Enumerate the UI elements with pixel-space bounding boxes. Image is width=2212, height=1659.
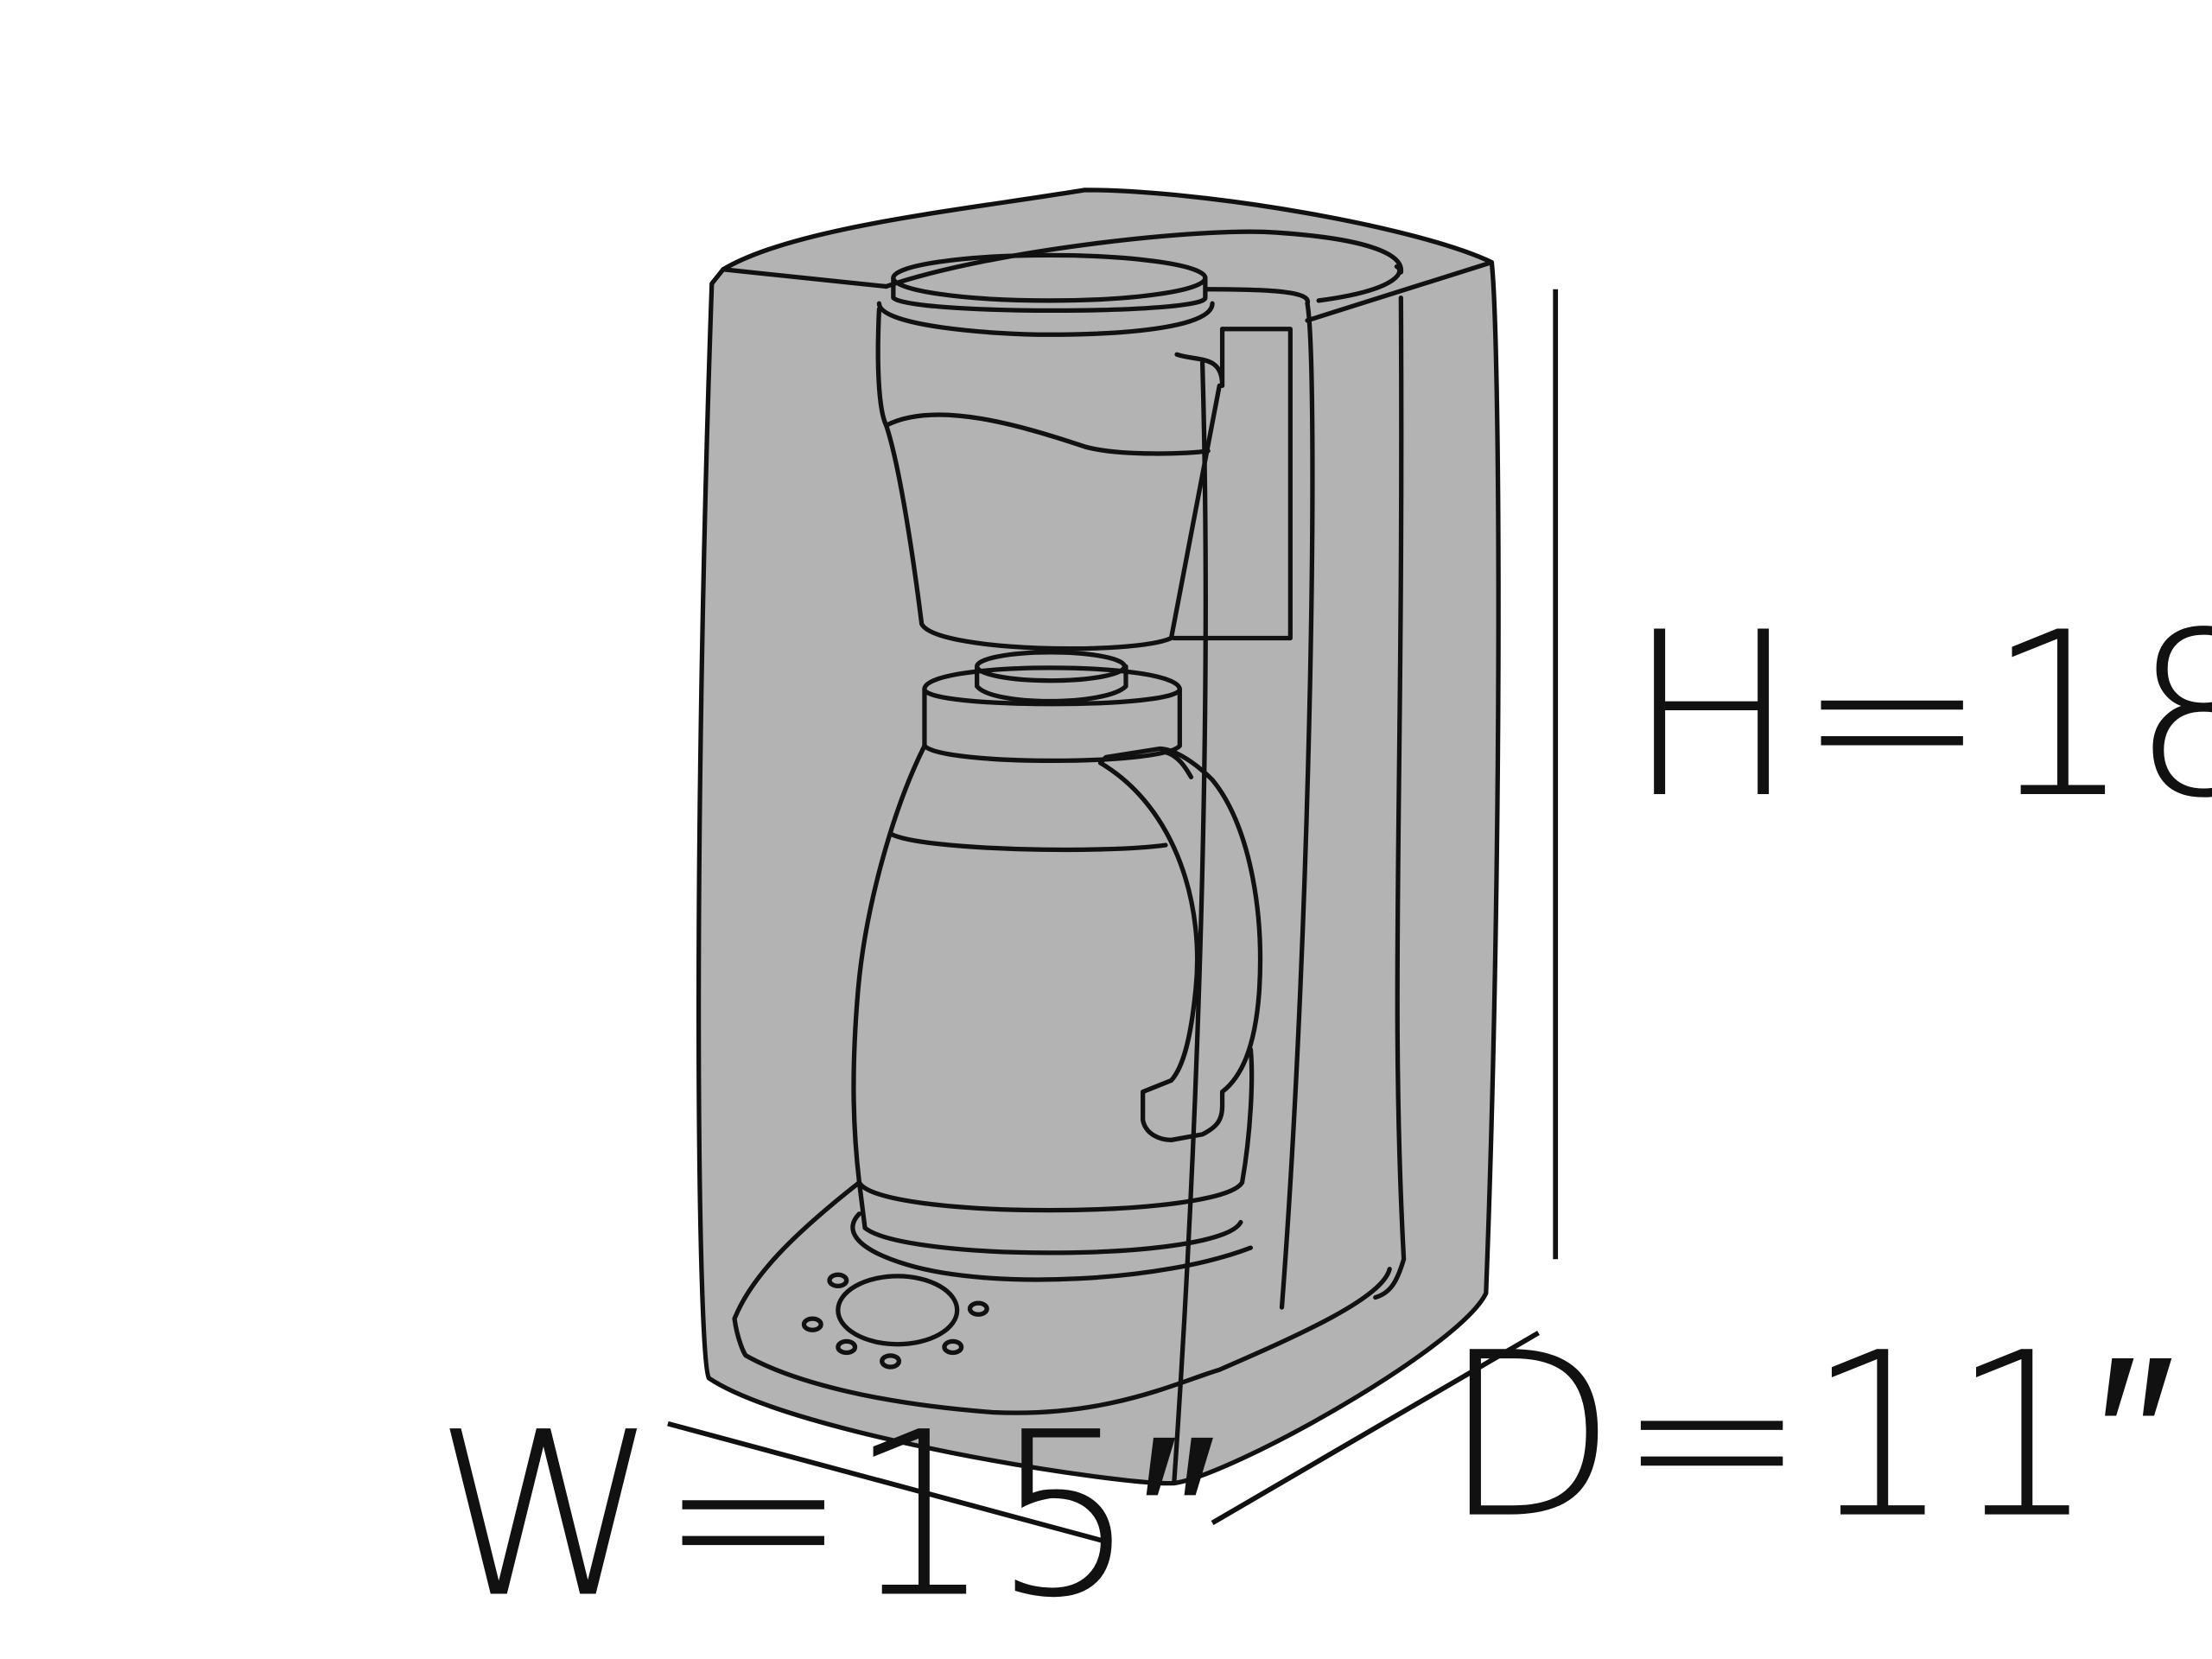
machine-base — [732, 1179, 1392, 1415]
carafe-shoulder — [887, 831, 1168, 853]
control-button — [880, 1353, 902, 1370]
machine-inner-column — [1279, 301, 1315, 1310]
depth-dimension-line — [1211, 1331, 1540, 1525]
control-button — [967, 1300, 989, 1317]
height-label: H=18″ — [1626, 583, 2212, 848]
cover-top-side-edge — [1305, 259, 1494, 323]
control-button — [801, 1316, 823, 1332]
basket-rim — [876, 301, 1215, 337]
cover-front-vertical-seam — [1172, 360, 1208, 1486]
cover-top-front-edge — [721, 267, 889, 289]
control-button — [827, 1272, 849, 1289]
carafe-handle — [1097, 746, 1263, 1143]
arm-post — [1174, 327, 1225, 388]
control-button — [942, 1338, 964, 1356]
carafe-knob-body — [975, 664, 1128, 704]
width-label: W=15″ — [434, 1383, 1217, 1648]
machine-housing-top — [884, 229, 1403, 289]
warming-plate — [850, 1211, 1254, 1282]
basket-lid-rim — [891, 276, 1208, 314]
carafe-spout — [1160, 749, 1194, 779]
width-dimension-line — [667, 1421, 1111, 1546]
control-button — [836, 1338, 858, 1356]
basket-band — [884, 412, 1211, 456]
dial-knob — [836, 1274, 960, 1347]
carafe-base — [856, 1179, 1243, 1255]
machine-inner-column-left — [1205, 287, 1310, 306]
depth-label: D=11″ — [1442, 1304, 2176, 1568]
arm-bracket — [1172, 327, 1293, 641]
cover-body — [696, 188, 1501, 1486]
basket-body — [875, 307, 1222, 652]
